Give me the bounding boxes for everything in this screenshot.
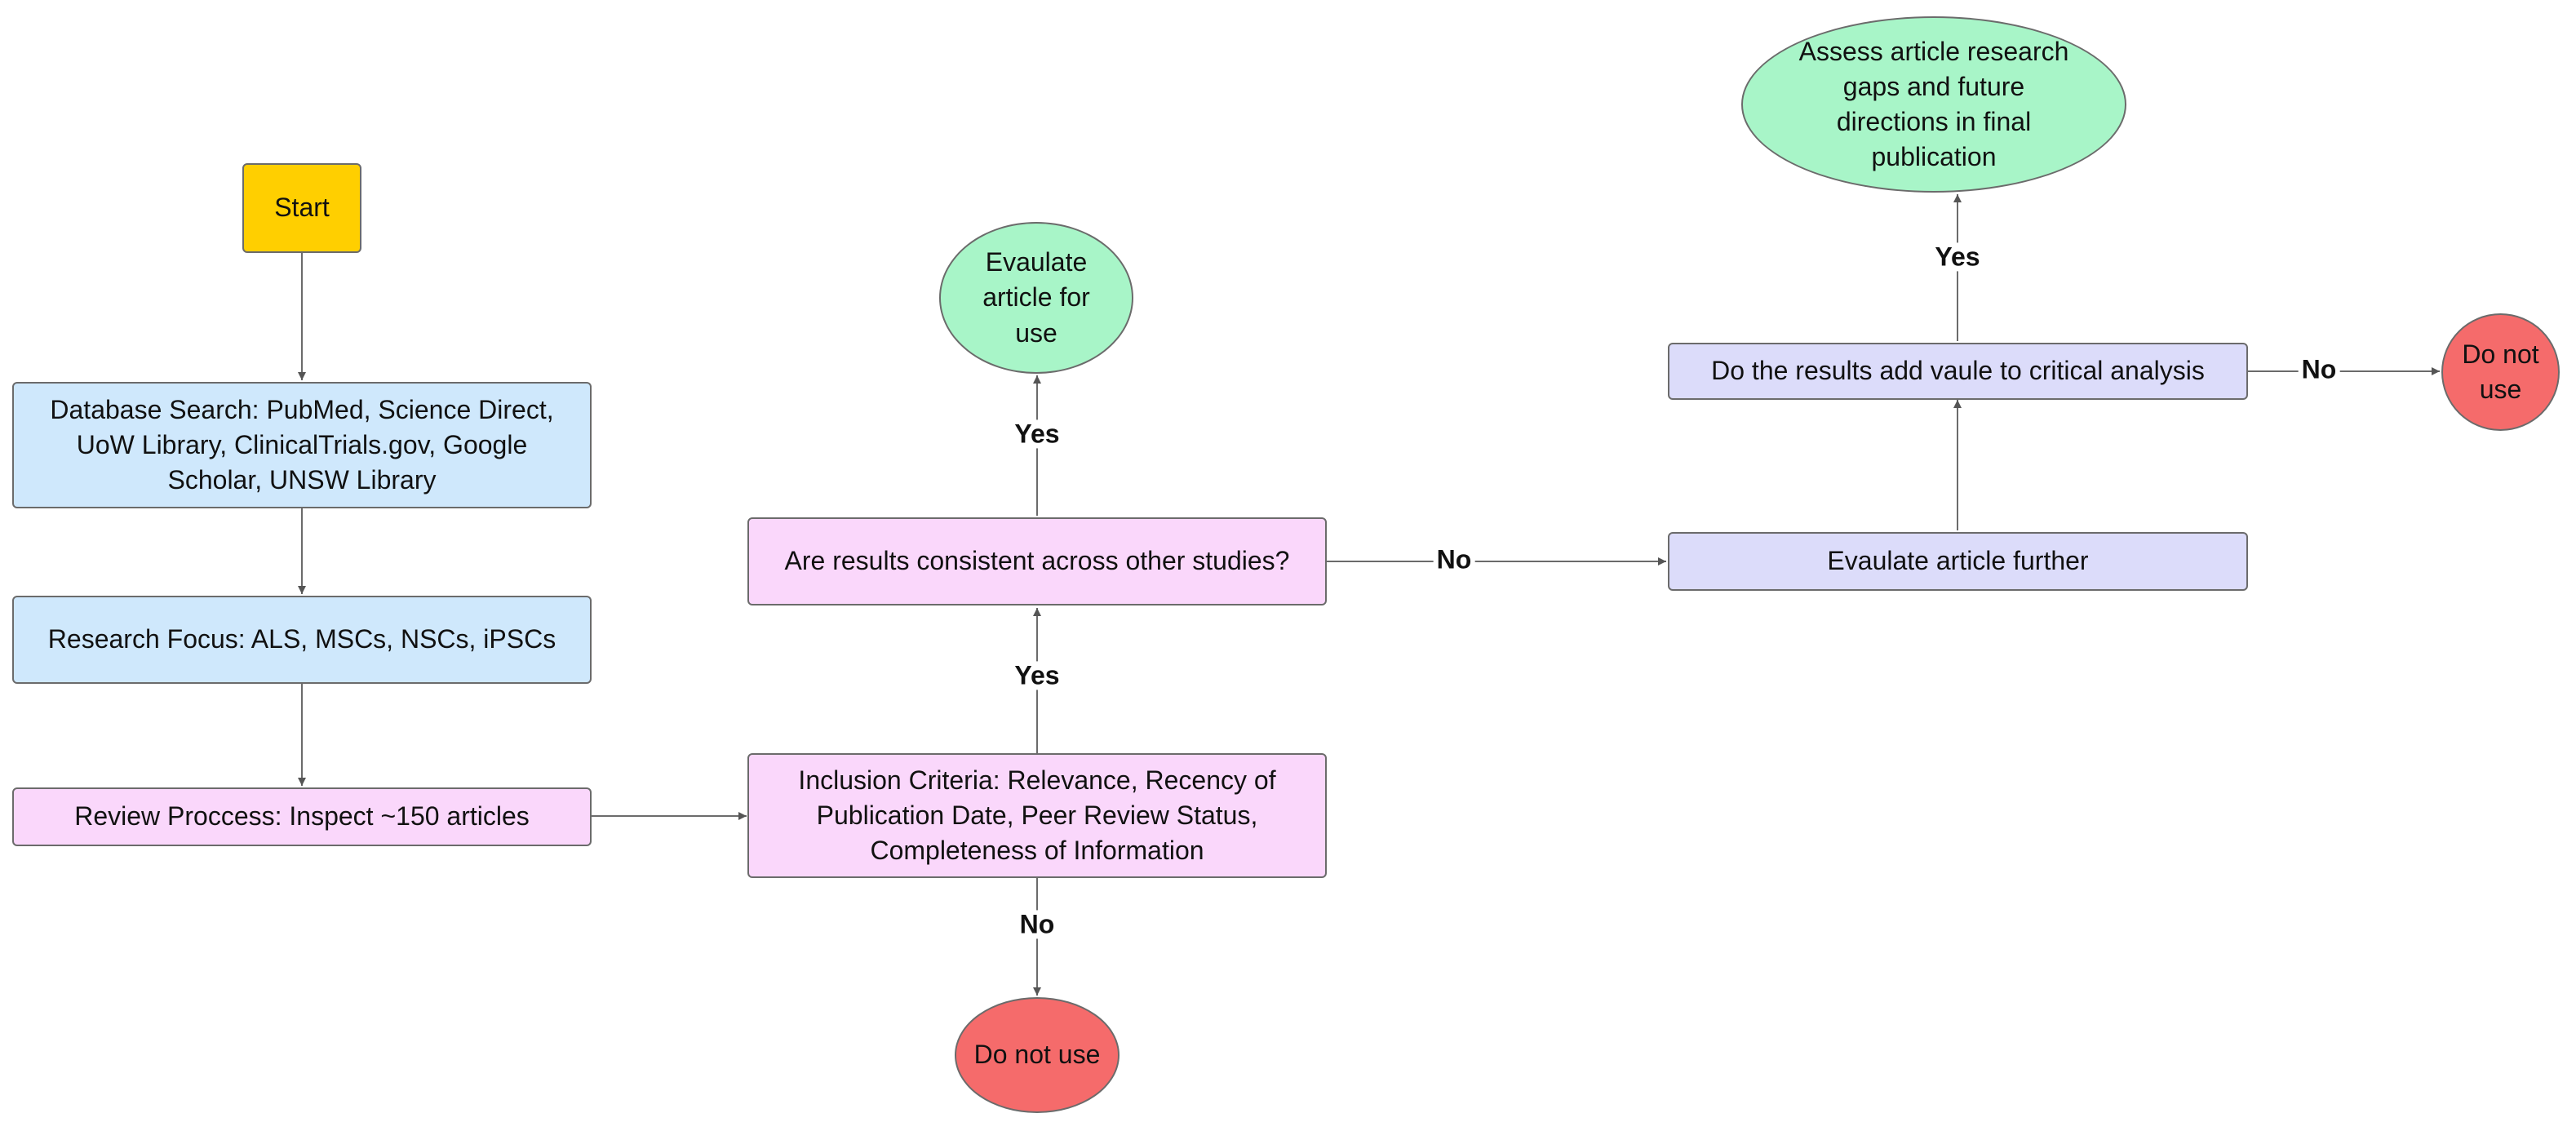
edge-label-inclusion-no: No [1016, 910, 1058, 939]
evaluate-for-use-node: Evaulate article for use [939, 222, 1133, 374]
start-node: Start [242, 163, 361, 253]
edge-label-consistent-yes: Yes [1011, 419, 1063, 449]
database-search-node: Database Search: PubMed, Science Direct,… [12, 382, 592, 508]
do-not-use-bottom-node: Do not use [955, 997, 1120, 1113]
edge-label-consistent-no: No [1433, 545, 1475, 574]
review-process-node: Review Proccess: Inspect ~150 articles [12, 787, 592, 846]
evaluate-further-node: Evaulate article further [1668, 532, 2248, 591]
inclusion-criteria-node: Inclusion Criteria: Relevance, Recency o… [747, 753, 1327, 878]
edge-label-inclusion-yes: Yes [1011, 661, 1063, 690]
assess-gaps-node: Assess article research gaps and future … [1741, 16, 2126, 193]
edge-label-value-no: No [2298, 355, 2340, 384]
research-focus-node: Research Focus: ALS, MSCs, NSCs, iPSCs [12, 596, 592, 684]
edge-label-value-yes: Yes [1931, 242, 1984, 272]
add-value-node: Do the results add vaule to critical ana… [1668, 343, 2248, 400]
results-consistent-node: Are results consistent across other stud… [747, 517, 1327, 605]
do-not-use-right-node: Do not use [2441, 313, 2560, 431]
